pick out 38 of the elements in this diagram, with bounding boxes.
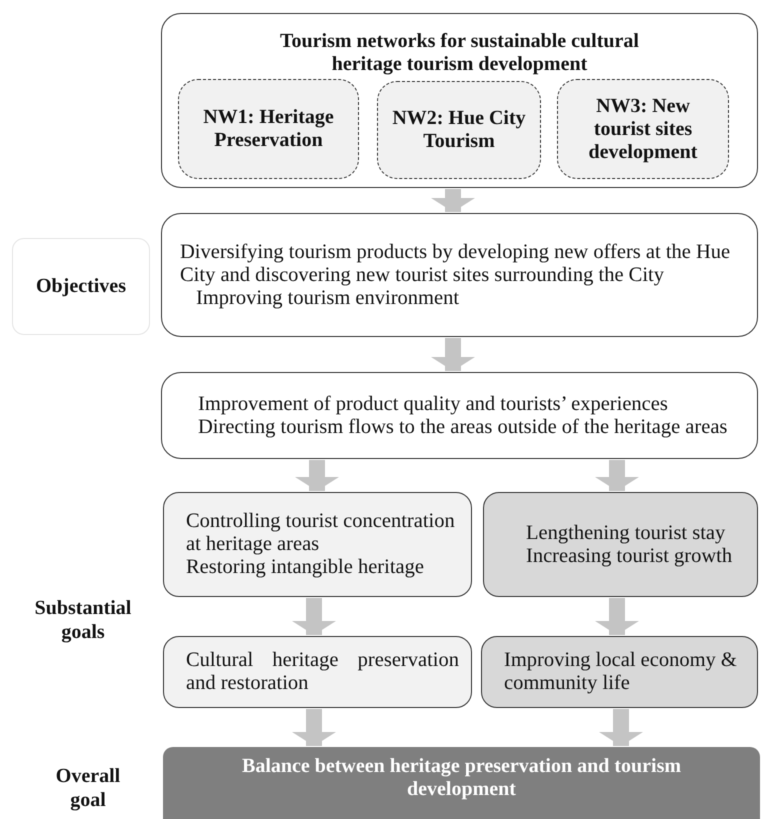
goal-box <box>483 492 758 597</box>
level-label: Substantial goals <box>34 596 132 644</box>
block-arrow <box>599 709 643 746</box>
block-arrow <box>595 598 639 635</box>
network-panel <box>161 13 758 188</box>
body-text: Increasing tourist growth <box>526 544 734 568</box>
heading-text: NW2: Hue City Tourism <box>391 107 527 153</box>
heading-text: NW3: New tourist sites development <box>588 94 698 164</box>
heading-text: Balance between heritage preservation and tourism development <box>240 755 682 801</box>
body-text: Lengthening tourist stay <box>526 522 726 544</box>
objectives-box <box>12 238 150 335</box>
strategy-box <box>161 372 758 459</box>
heading-text: NW1: Heritage Preservation <box>202 106 335 152</box>
body-text: Controlling tourist concentration at heritage areas <box>186 510 456 556</box>
body-text: Improving local economy & community life <box>504 649 738 695</box>
goal-box <box>163 492 472 597</box>
level-label: Overall goal <box>54 764 122 812</box>
body-text: Diversifying tourism products by developing new offers at the Hue City and discovering new tourist sites surrounding the City <box>180 240 732 286</box>
block-arrow <box>292 709 336 746</box>
heading-text: Objectives <box>35 275 127 298</box>
body-text: Directing tourism flows to the areas outside of the heritage areas <box>198 416 728 438</box>
overall-goal-box <box>163 747 760 819</box>
block-arrow <box>595 460 639 491</box>
block-arrow <box>431 338 475 371</box>
network-box <box>377 81 541 179</box>
goal-box <box>163 636 472 708</box>
heading-text: Tourism networks for sustainable cultural heritage tourism development <box>279 30 640 76</box>
body-text: Improving tourism environment <box>195 286 460 310</box>
network-box <box>178 79 359 179</box>
block-arrow <box>295 460 339 491</box>
objective-box <box>161 213 758 337</box>
network-box <box>557 79 729 179</box>
body-text: Restoring intangible heritage <box>186 556 425 579</box>
goal-box <box>481 636 758 708</box>
body-text: Cultural heritage preservation and restoration <box>186 649 459 695</box>
block-arrow <box>292 598 336 635</box>
body-text: Improvement of product quality and tourists’ experiences <box>198 392 669 416</box>
block-arrow <box>431 189 475 212</box>
